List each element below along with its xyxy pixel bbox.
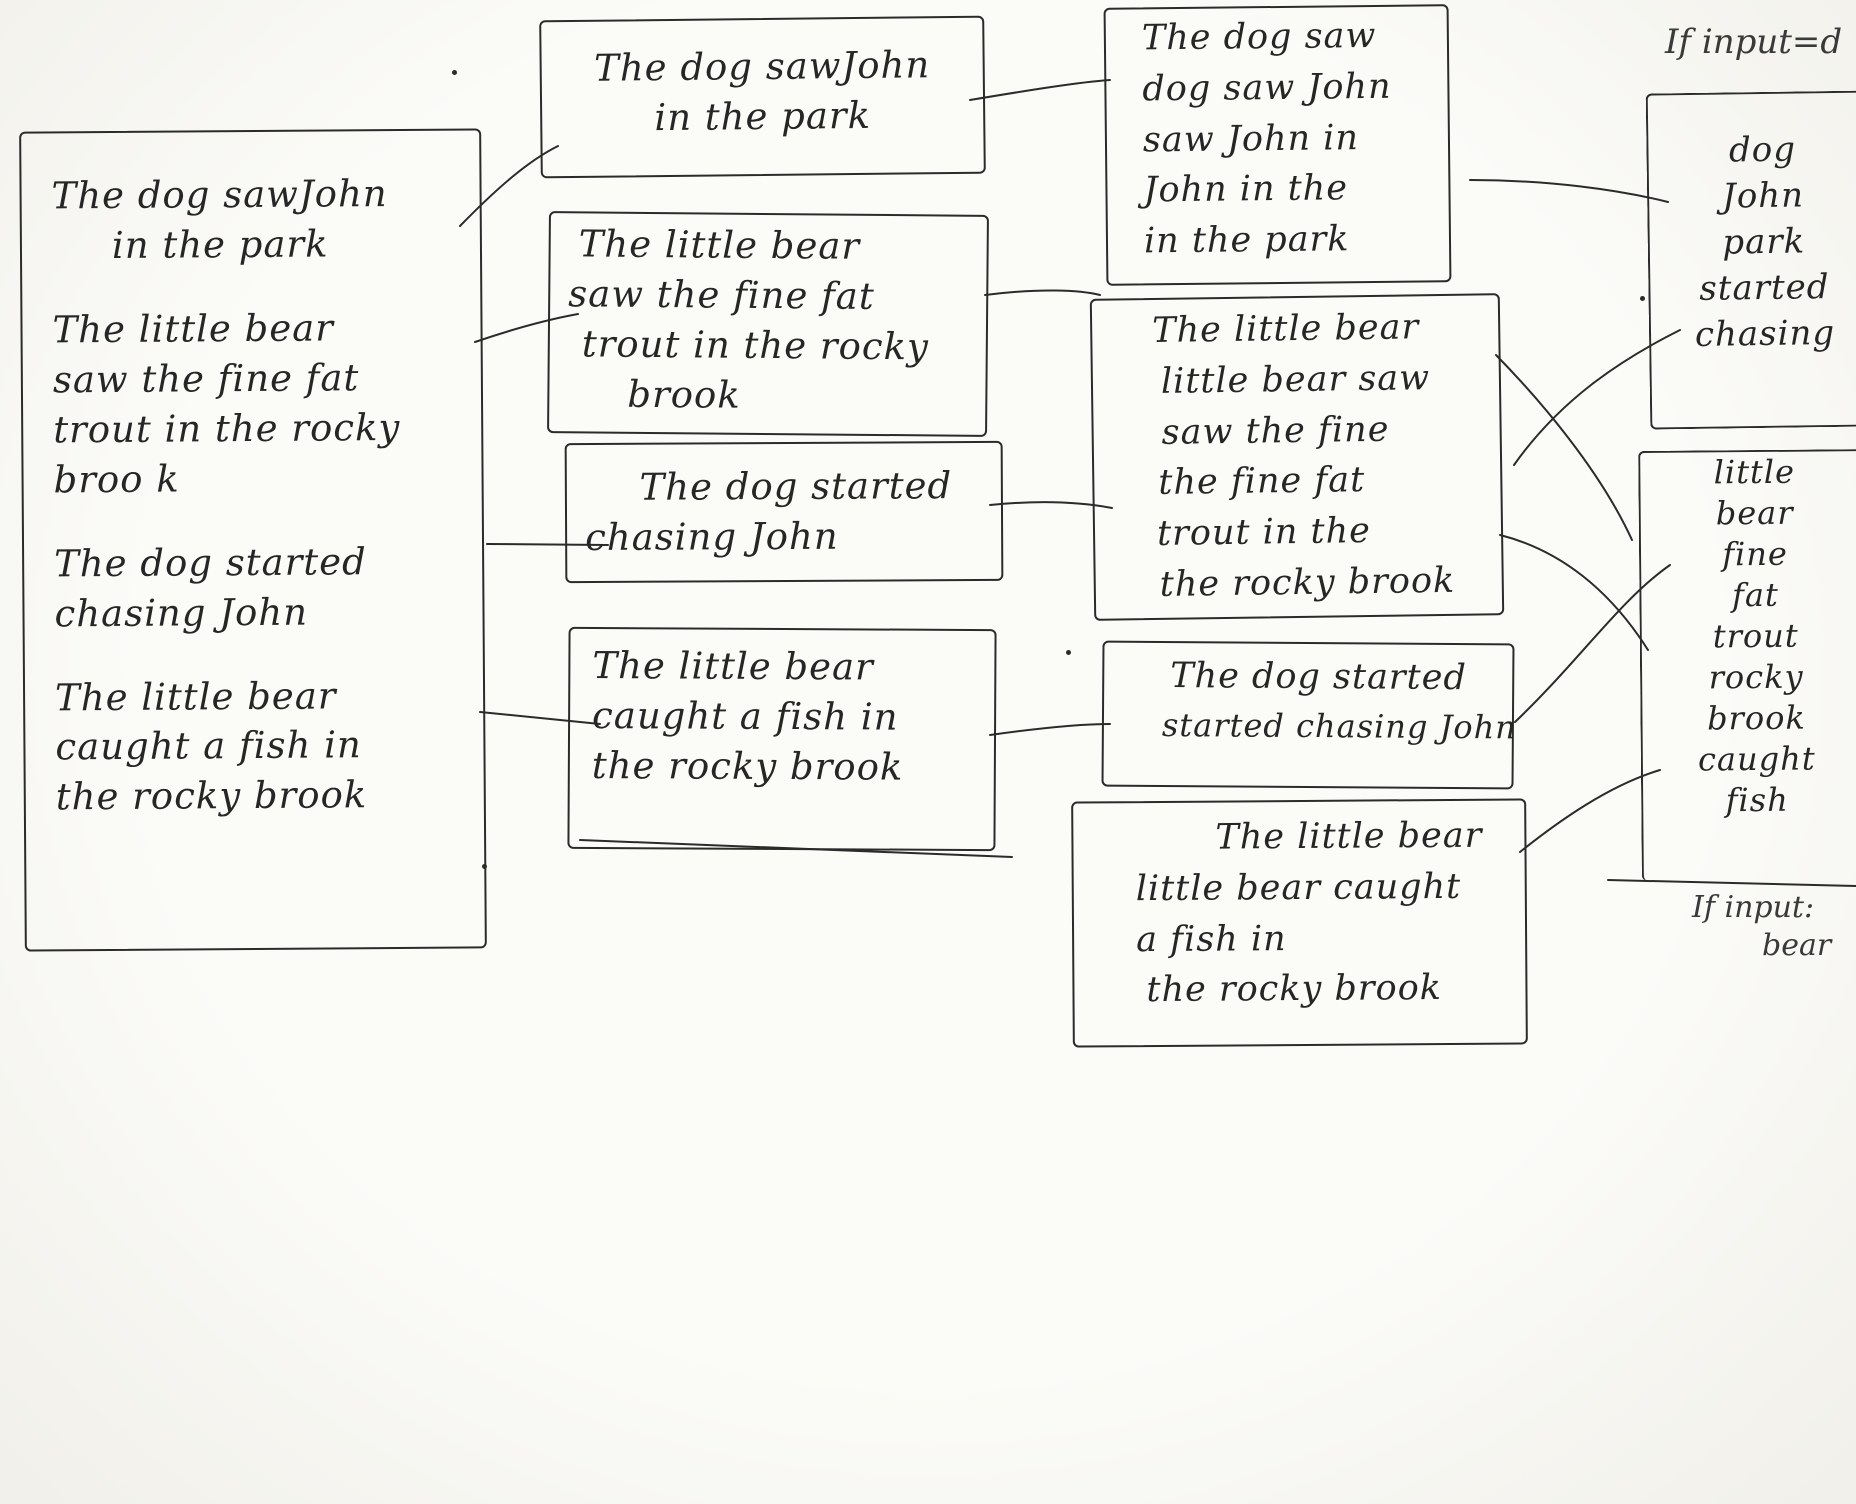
keyword: dog: [1728, 129, 1797, 171]
pen-dot: [1066, 650, 1071, 655]
connector-line: [1469, 179, 1669, 203]
connector-line: [989, 501, 1113, 509]
sentence-line: The dog sawJohn: [51, 172, 388, 218]
sentence-group: The dog started chasing John: [54, 536, 463, 639]
sentence-line: The little bear: [592, 644, 874, 689]
sentence-line: in the park: [654, 93, 872, 140]
ngram-line: The little bear: [1151, 307, 1420, 352]
sentence-line: trout in the rocky: [53, 405, 401, 452]
keyword: park: [1722, 221, 1806, 263]
connector-line: [969, 79, 1111, 101]
sentence-line: caught a fish in: [592, 693, 899, 739]
pen-dot: [1640, 296, 1645, 301]
connector-line: [486, 543, 609, 546]
ngram-line: saw the fine: [1161, 409, 1390, 453]
sentence-group: The little bear caught a fish in the roc…: [55, 670, 464, 823]
keyword: chasing: [1694, 312, 1836, 355]
keyword-group: little bear fine fat trout rocky brook c…: [1638, 448, 1856, 882]
ngram-line: saw John in: [1142, 117, 1360, 160]
ngram-line: dog saw John: [1142, 66, 1392, 110]
ngram-card: The little bear little bear saw saw the …: [1089, 293, 1505, 621]
keyword: fine: [1722, 534, 1789, 574]
sentence-line: brook: [627, 372, 741, 417]
group-condition: If input=d: [1665, 22, 1843, 62]
connector-line: [479, 711, 601, 725]
sentence-group: The little bear saw the fine fat trout i…: [52, 302, 461, 505]
ngram-line: a fish in: [1135, 918, 1287, 960]
sentence-line: caught a fish in: [55, 723, 362, 769]
ngram-line: little bear caught: [1135, 866, 1462, 909]
keyword: fat: [1731, 575, 1779, 615]
connector-line: [1519, 769, 1661, 853]
ngram-card: The little bear little bear caught a fis…: [1071, 798, 1528, 1048]
ngram-line: the fine fat: [1158, 460, 1366, 504]
connector-line: [1495, 354, 1633, 541]
keyword-group: dog John park started chasing: [1645, 90, 1856, 430]
ngram-line: The dog started: [1170, 656, 1467, 699]
ngram-card: The dog saw dog saw John saw John in Joh…: [1103, 4, 1452, 286]
ngram-line: the rocky brook: [1146, 968, 1443, 1011]
sentence-line: saw the fine fat: [52, 356, 360, 402]
sentence-card: The dog sawJohn in the park: [539, 15, 986, 179]
sentence-line: chasing John: [585, 514, 839, 559]
sentence-group: The dog sawJohn in the park: [51, 169, 460, 272]
keyword: John: [1721, 175, 1805, 217]
sentence-card: The little bear caught a fish in the roc…: [567, 626, 997, 852]
sentence-card: The dog started chasing John: [564, 440, 1004, 584]
sentence-line: The dog started: [54, 539, 367, 586]
ngram-line: The dog saw: [1141, 15, 1377, 59]
connector-line: [1513, 329, 1681, 466]
ngram-line: trout in the: [1156, 510, 1372, 554]
connector-line: [579, 839, 1013, 858]
connector-line: [1514, 564, 1671, 723]
sentence-line: in the park: [111, 222, 329, 267]
ngram-line: the rocky brook: [1159, 560, 1456, 605]
sentence-line: trout in the rocky: [581, 322, 930, 369]
keyword: brook: [1706, 698, 1806, 738]
group-condition-continued: bear: [1762, 928, 1832, 963]
connector-line: [1499, 534, 1649, 651]
sentence-line: the rocky brook: [55, 773, 368, 819]
ngram-line: John in the: [1143, 168, 1349, 211]
keyword: caught: [1697, 739, 1816, 779]
sentence-line: The dog started: [639, 464, 953, 509]
sentences-box: The dog sawJohn in the park The little b…: [19, 128, 487, 952]
ngram-card: The dog started started chasing John: [1101, 640, 1518, 790]
sentence-line: saw the fine fat: [568, 272, 875, 318]
sentence-line: chasing John: [54, 590, 309, 635]
keyword: rocky: [1708, 657, 1804, 697]
ngram-line: little bear saw: [1160, 357, 1431, 402]
connector-line: [1607, 879, 1856, 887]
group-condition: If input:: [1692, 890, 1815, 925]
sentence-line: the rocky brook: [591, 743, 904, 789]
ngram-line: started chasing John: [1161, 705, 1518, 747]
connector-line: [984, 289, 1101, 296]
pen-dot: [452, 70, 457, 75]
keyword: fish: [1725, 780, 1789, 819]
connector-line: [474, 313, 579, 343]
ngram-line: in the park: [1143, 219, 1350, 262]
connector-line: [459, 145, 559, 227]
sentence-line: The little bear: [54, 673, 337, 719]
sentence-line: The little bear: [578, 222, 861, 268]
keyword: started: [1699, 266, 1830, 309]
pen-dot: [482, 864, 487, 869]
keyword: bear: [1715, 493, 1794, 533]
keyword: little: [1713, 452, 1796, 492]
ngram-line: The little bear: [1215, 815, 1483, 858]
sentence-line: broo k: [53, 457, 180, 502]
keyword: trout: [1712, 616, 1799, 656]
sentence-line: The little bear: [52, 306, 335, 352]
sentence-card: The little bear saw the fine fat trout i…: [547, 211, 989, 437]
connector-line: [989, 723, 1111, 736]
sentence-line: The dog sawJohn: [593, 43, 931, 90]
